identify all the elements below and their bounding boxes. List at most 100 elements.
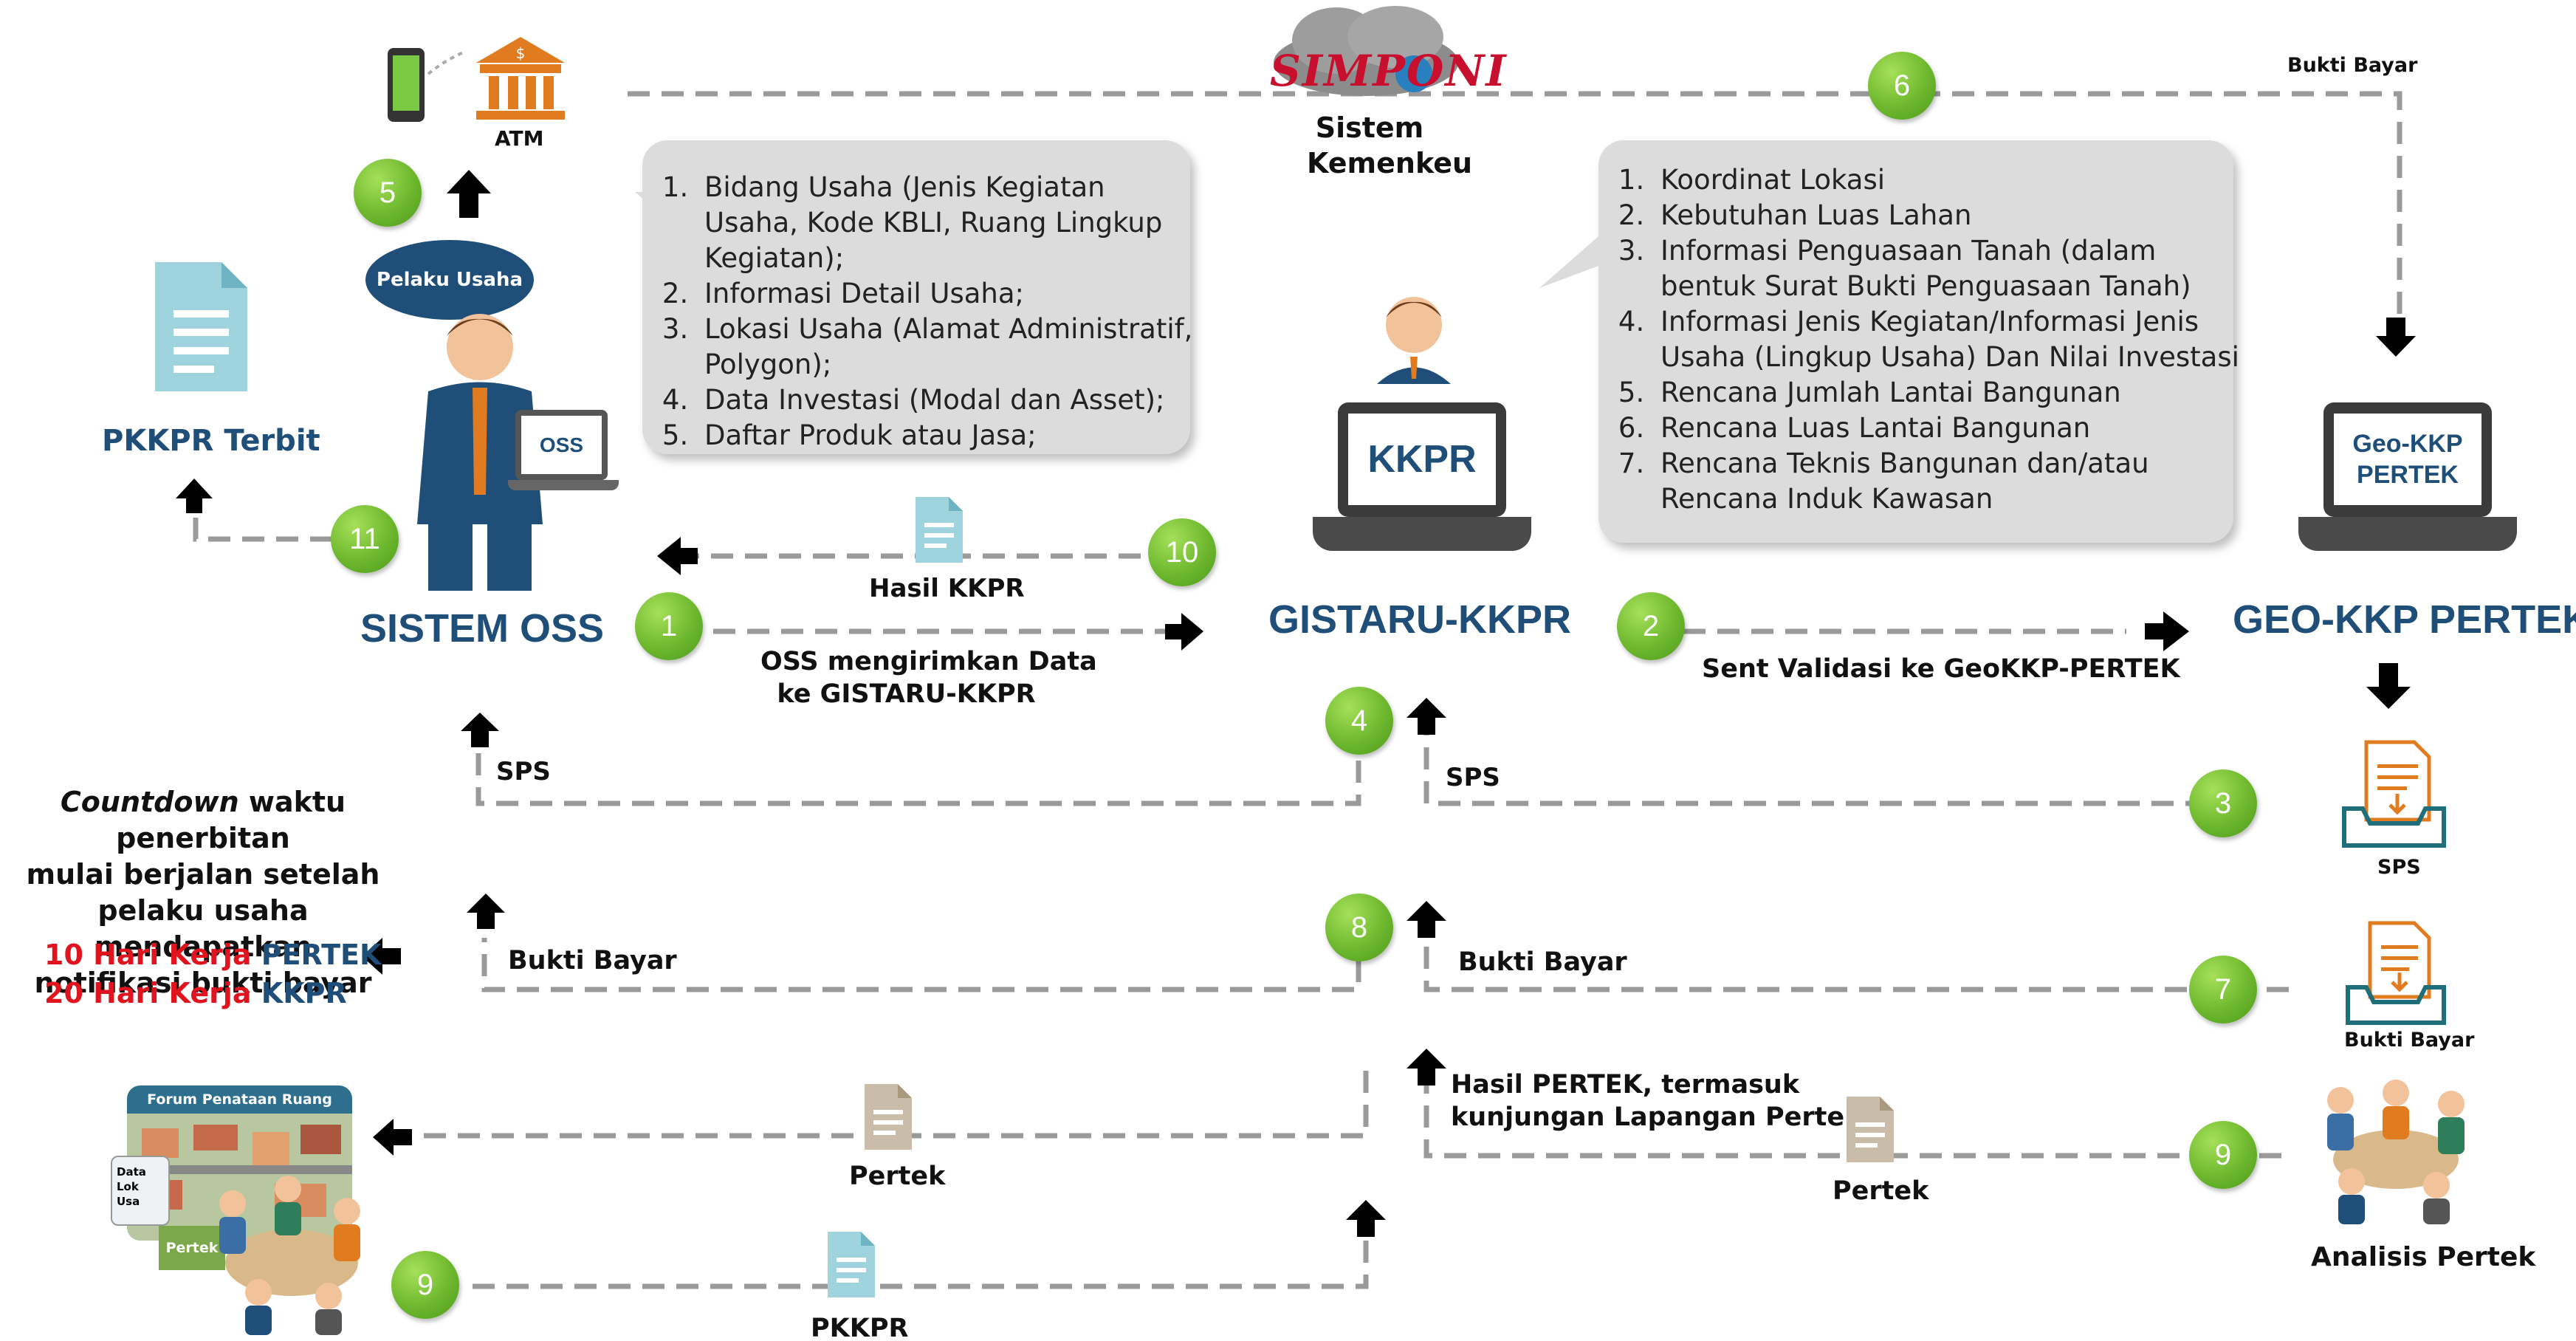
- arrow-up-gistaru-sps: [1407, 698, 1446, 735]
- forum-title: Forum Penataan Ruang: [127, 1086, 352, 1114]
- arrow-left-countdown: [362, 938, 401, 975]
- kkpr-list-item: Koordinat Lokasi: [1653, 162, 2251, 198]
- simponi-label-line2: Kemenkeu: [1307, 146, 1473, 179]
- arrow-right-geo: [2145, 611, 2189, 651]
- bukti-bayar-mid-label: Bukti Bayar: [1458, 947, 1627, 977]
- oss-data-list: Bidang Usaha (Jenis Kegiatan Usaha, Kode…: [642, 170, 1206, 453]
- bukti-bayar-left-label: Bukti Bayar: [508, 946, 677, 975]
- oss-list-item: Lokasi Usaha (Alamat Administratif, Poly…: [697, 312, 1206, 383]
- arrow-left-hasil-kkpr: [657, 537, 698, 575]
- pertek-right-label: Pertek: [1833, 1176, 1929, 1206]
- phone-payment-icon: [384, 44, 473, 129]
- flow-line-9: [1423, 1086, 2281, 1159]
- flow-line-7: [1423, 934, 2289, 992]
- step-badge-10: 10: [1148, 518, 1216, 586]
- pertek-left-document-icon: [862, 1082, 914, 1152]
- kkpr-list-item: Rencana Teknis Bangunan dan/atau Rencana…: [1653, 446, 2251, 517]
- arrow-up-oss-bukti: [467, 894, 505, 929]
- flow-line-4: [475, 738, 1361, 806]
- sps-document-icon: [2340, 738, 2448, 849]
- arrow-right-gistaru: [1165, 613, 1203, 651]
- pkkpr-terbit-label: PKKPR Terbit: [102, 424, 320, 458]
- kkpr-screen-label: KKPR: [1367, 438, 1477, 481]
- hasil-pertek-line2: kunjungan Lapangan Pertek: [1451, 1102, 1862, 1132]
- meeting-group-icon: [2311, 1071, 2481, 1226]
- kkpr-data-bubble: Koordinat Lokasi Kebutuhan Luas Lahan In…: [1539, 140, 2239, 543]
- bukti-bayar-document-icon: [2344, 919, 2448, 1026]
- countdown-line1: Countdown waktu penerbitan: [0, 784, 406, 857]
- pelaku-usaha-badge: Pelaku Usaha: [365, 240, 534, 320]
- bubble-tail-oss: [635, 192, 716, 258]
- kkpr-deadline: 20 Hari Kerja KKPR: [44, 976, 347, 1012]
- step-badge-1: 1: [635, 592, 703, 660]
- kkpr-word: KKPR: [261, 977, 347, 1009]
- pkkpr-bottom-document-icon: [825, 1229, 877, 1300]
- arrow-up-oss-sps: [461, 713, 499, 747]
- kkpr-list-item: Informasi Penguasaan Tanah (dalam bentuk…: [1653, 233, 2251, 304]
- sistem-oss-title: SISTEM OSS: [360, 606, 605, 651]
- sps-doc-label: SPS: [2377, 856, 2421, 879]
- kkpr-list-item: Rencana Jumlah Lantai Bangunan: [1653, 375, 2251, 411]
- simponi-label-line1: Sistem: [1315, 112, 1424, 144]
- step-badge-4: 4: [1325, 687, 1393, 755]
- oss-list-item: Informasi Detail Usaha;: [697, 276, 1206, 312]
- bukti-bayar-top-label: Bukti Bayar: [2287, 54, 2418, 77]
- step-badge-11: 11: [331, 505, 399, 573]
- oss-kirim-label: OSS mengirimkan Data ke GISTARU-KKPR: [760, 646, 1097, 711]
- pertek-deadline: 10 Hari Kerja PERTEK: [44, 938, 381, 973]
- kkpr-data-list: Koordinat Lokasi Kebutuhan Luas Lahan In…: [1598, 162, 2251, 517]
- arrow-up-pkkpr-bottom: [1346, 1200, 1386, 1237]
- oss-logo: OSS: [539, 433, 584, 456]
- cloud-icon: [1270, 4, 1462, 100]
- kkpr-days: 20 Hari Kerja: [44, 977, 252, 1009]
- sent-validasi-label: Sent Validasi ke GeoKKP-PERTEK: [1702, 654, 2180, 684]
- hasil-pertek-label: Hasil PERTEK, termasuk kunjungan Lapanga…: [1451, 1069, 1861, 1134]
- hasil-kkpr-document-icon: [913, 495, 965, 565]
- hasil-kkpr-label: Hasil KKPR: [869, 574, 1025, 603]
- step-badge-9-right: 9: [2189, 1121, 2257, 1189]
- pertek-word: PERTEK: [261, 939, 382, 971]
- countdown-note: Countdown waktu penerbitan mulai berjala…: [0, 784, 406, 1001]
- oss-laptop-icon: OSS: [508, 410, 619, 502]
- arrow-up-gistaru-bukti: [1407, 901, 1446, 938]
- step-badge-9-left: 9: [391, 1251, 459, 1319]
- arrow-up-atm: [447, 170, 491, 218]
- pkkpr-terbit-document-icon: [151, 258, 251, 395]
- geo-screen-line2: PERTEK: [2357, 461, 2459, 489]
- sistem-kemenkeu-label: Sistem Kemenkeu: [1307, 111, 1473, 181]
- step-badge-8: 8: [1325, 894, 1393, 961]
- forum-pertek-card: Pertek: [159, 1226, 225, 1270]
- oss-data-bubble: Bidang Usaha (Jenis Kegiatan Usaha, Kode…: [635, 140, 1192, 454]
- atm-bank-icon: $: [473, 33, 569, 122]
- forum-data-line3: Usa: [117, 1195, 140, 1208]
- oss-kirim-line2: ke GISTARU-KKPR: [777, 679, 1036, 709]
- countdown-italic: Countdown: [60, 786, 239, 818]
- officer-avatar-icon: [1370, 292, 1458, 384]
- atm-label: ATM: [495, 126, 544, 151]
- forum-data-line2: Lok: [117, 1180, 139, 1193]
- pkkpr-bottom-label: PKKPR: [811, 1314, 909, 1341]
- arrow-left-forum: [373, 1119, 412, 1156]
- geo-kkp-pertek-title: GEO-KKP PERTEK: [2233, 597, 2576, 642]
- sps-mid-label: SPS: [1446, 763, 1500, 792]
- flow-line-6: [628, 91, 2402, 318]
- step-badge-6: 6: [1868, 52, 1936, 120]
- step-badge-3: 3: [2189, 769, 2257, 837]
- arrow-down-geo: [2376, 318, 2416, 357]
- oss-list-item: Data Investasi (Modal dan Asset);: [697, 383, 1206, 418]
- forum-data-card: Data Lok Usa: [111, 1156, 170, 1226]
- oss-kirim-line1: OSS mengirimkan Data: [760, 647, 1097, 676]
- forum-pertek-label: Pertek: [165, 1240, 219, 1256]
- countdown-line3: pelaku usaha mendapatkan: [94, 894, 312, 963]
- oss-list-item: Daftar Produk atau Jasa;: [697, 418, 1206, 453]
- forum-meeting-icon: [207, 1159, 377, 1337]
- kkpr-list-item: Rencana Luas Lantai Bangunan: [1653, 411, 2251, 446]
- pertek-days: 10 Hari Kerja: [44, 939, 252, 971]
- countdown-line2: mulai berjalan setelah: [26, 858, 380, 891]
- countdown-line4: notifikasi bukti bayar: [34, 967, 372, 999]
- arrow-up-hasil-pertek: [1407, 1049, 1446, 1086]
- geo-kkp-laptop-screen: Geo-KKP PERTEK: [2334, 414, 2481, 505]
- forum-data-line1: Data: [117, 1165, 146, 1179]
- geo-screen-line1: Geo-KKP: [2352, 430, 2463, 458]
